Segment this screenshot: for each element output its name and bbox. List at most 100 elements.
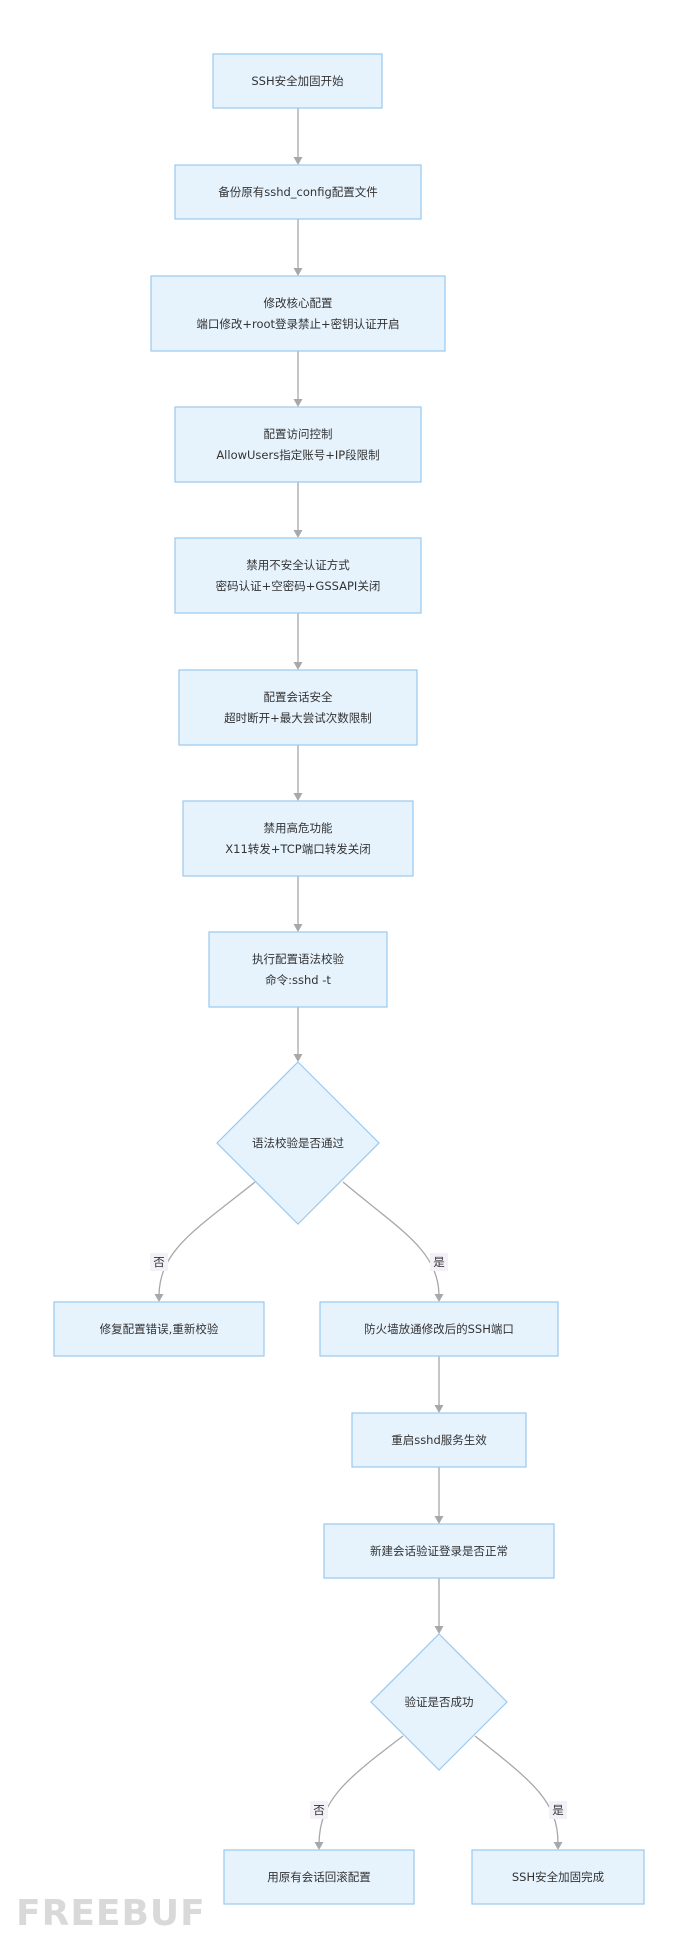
node-text-line: 防火墙放通修改后的SSH端口 (364, 1322, 514, 1336)
node-verify: 新建会话验证登录是否正常 (323, 1523, 555, 1579)
edge-line (474, 1735, 559, 1844)
arrowhead-icon (314, 1842, 324, 1850)
arrowhead-icon (293, 793, 303, 801)
arrowhead-icon (293, 399, 303, 407)
arrowhead-icon (293, 268, 303, 276)
node-text-line: 用原有会话回滚配置 (267, 1870, 371, 1884)
node-text-line: AllowUsers指定账号+IP段限制 (216, 448, 379, 462)
node-text-line: 重启sshd服务生效 (391, 1433, 487, 1447)
node-fix: 修复配置错误,重新校验 (53, 1301, 265, 1357)
edge-line (158, 1181, 256, 1296)
node-text-line: 超时断开+最大尝试次数限制 (224, 711, 372, 725)
process-box (150, 275, 446, 352)
node-text-line: 配置会话安全 (264, 690, 333, 704)
node-text-line: SSH安全加固开始 (251, 74, 344, 88)
arrowhead-icon (434, 1516, 444, 1524)
edge-danger-to-check (293, 876, 303, 932)
edge-success_q-to-rollback (314, 1735, 404, 1850)
edge-label: 否 (310, 1801, 328, 1819)
edge-label-text: 否 (313, 1803, 325, 1817)
node-backup: 备份原有sshd_config配置文件 (174, 164, 422, 220)
edge-syntax_ok-to-fix (154, 1181, 256, 1302)
node-text-line: 命令:sshd -t (265, 973, 331, 987)
arrowhead-icon (293, 924, 303, 932)
process-box (351, 1412, 527, 1468)
node-text-line: 禁用高危功能 (264, 821, 333, 835)
node-firewall: 防火墙放通修改后的SSH端口 (319, 1301, 559, 1357)
node-text-line: 禁用不安全认证方式 (246, 558, 350, 572)
node-danger: 禁用高危功能 X11转发+TCP端口转发关闭 (182, 800, 414, 877)
arrowhead-icon (434, 1405, 444, 1413)
edge-label-background (310, 1801, 328, 1819)
arrowhead-icon (434, 1626, 444, 1634)
edge-line (318, 1735, 404, 1844)
edge-core-to-access (293, 351, 303, 407)
freebuf-watermark: FREEBUF (16, 1893, 206, 1934)
process-box (323, 1523, 555, 1579)
arrowhead-icon (293, 662, 303, 670)
node-success_q: 验证是否成功 (370, 1633, 508, 1771)
edge-label-background (150, 1253, 168, 1271)
edge-label: 是 (430, 1253, 448, 1271)
edge-label: 是 (549, 1801, 567, 1819)
decision-diamond (216, 1061, 380, 1225)
node-text-line: 端口修改+root登录禁止+密钥认证开启 (196, 317, 399, 331)
process-box (178, 669, 418, 746)
node-text-line: 新建会话验证登录是否正常 (370, 1544, 508, 1558)
edge-syntax_ok-to-firewall (342, 1181, 444, 1302)
process-box (174, 164, 422, 220)
edge-label-background (549, 1801, 567, 1819)
edge-auth-to-session (293, 613, 303, 670)
process-box (208, 931, 388, 1008)
edge-firewall-to-restart (434, 1356, 444, 1413)
process-box (212, 53, 383, 109)
decision-diamond (370, 1633, 508, 1771)
node-text-line: 密码认证+空密码+GSSAPI关闭 (216, 579, 381, 593)
arrowhead-icon (293, 1054, 303, 1062)
edge-restart-to-verify (434, 1467, 444, 1524)
edge-check-to-syntax_ok (293, 1007, 303, 1062)
node-text-line: 修改核心配置 (264, 296, 333, 310)
edge-line (342, 1181, 440, 1296)
node-syntax_ok: 语法校验是否通过 (216, 1061, 380, 1225)
arrowhead-icon (293, 157, 303, 165)
node-text-line: 修复配置错误,重新校验 (100, 1322, 219, 1336)
arrowhead-icon (553, 1842, 563, 1850)
process-box (53, 1301, 265, 1357)
node-rollback: 用原有会话回滚配置 (223, 1849, 415, 1905)
arrowhead-icon (293, 530, 303, 538)
process-box (319, 1301, 559, 1357)
node-text-line: 语法校验是否通过 (252, 1136, 344, 1150)
node-text-line: 备份原有sshd_config配置文件 (218, 185, 378, 199)
arrowhead-icon (154, 1294, 164, 1302)
edge-label-text: 是 (433, 1255, 445, 1269)
node-done: SSH安全加固完成 (471, 1849, 645, 1905)
process-box (182, 800, 414, 877)
node-restart: 重启sshd服务生效 (351, 1412, 527, 1468)
node-text-line: 配置访问控制 (264, 427, 333, 441)
node-text-line: 执行配置语法校验 (252, 952, 344, 966)
edge-label-background (430, 1253, 448, 1271)
edge-backup-to-core (293, 219, 303, 276)
node-access: 配置访问控制 AllowUsers指定账号+IP段限制 (174, 406, 422, 483)
edge-success_q-to-done (474, 1735, 563, 1850)
node-start: SSH安全加固开始 (212, 53, 383, 109)
edge-label: 否 (150, 1253, 168, 1271)
edge-session-to-danger (293, 745, 303, 801)
process-box (223, 1849, 415, 1905)
edge-access-to-auth (293, 482, 303, 538)
node-text-line: SSH安全加固完成 (512, 1870, 605, 1884)
node-text-line: 验证是否成功 (405, 1695, 474, 1709)
process-box (174, 537, 422, 614)
process-box (174, 406, 422, 483)
node-text-line: X11转发+TCP端口转发关闭 (225, 842, 370, 856)
edge-verify-to-success_q (434, 1578, 444, 1634)
arrowhead-icon (434, 1294, 444, 1302)
process-box (471, 1849, 645, 1905)
edge-label-text: 否 (153, 1255, 165, 1269)
